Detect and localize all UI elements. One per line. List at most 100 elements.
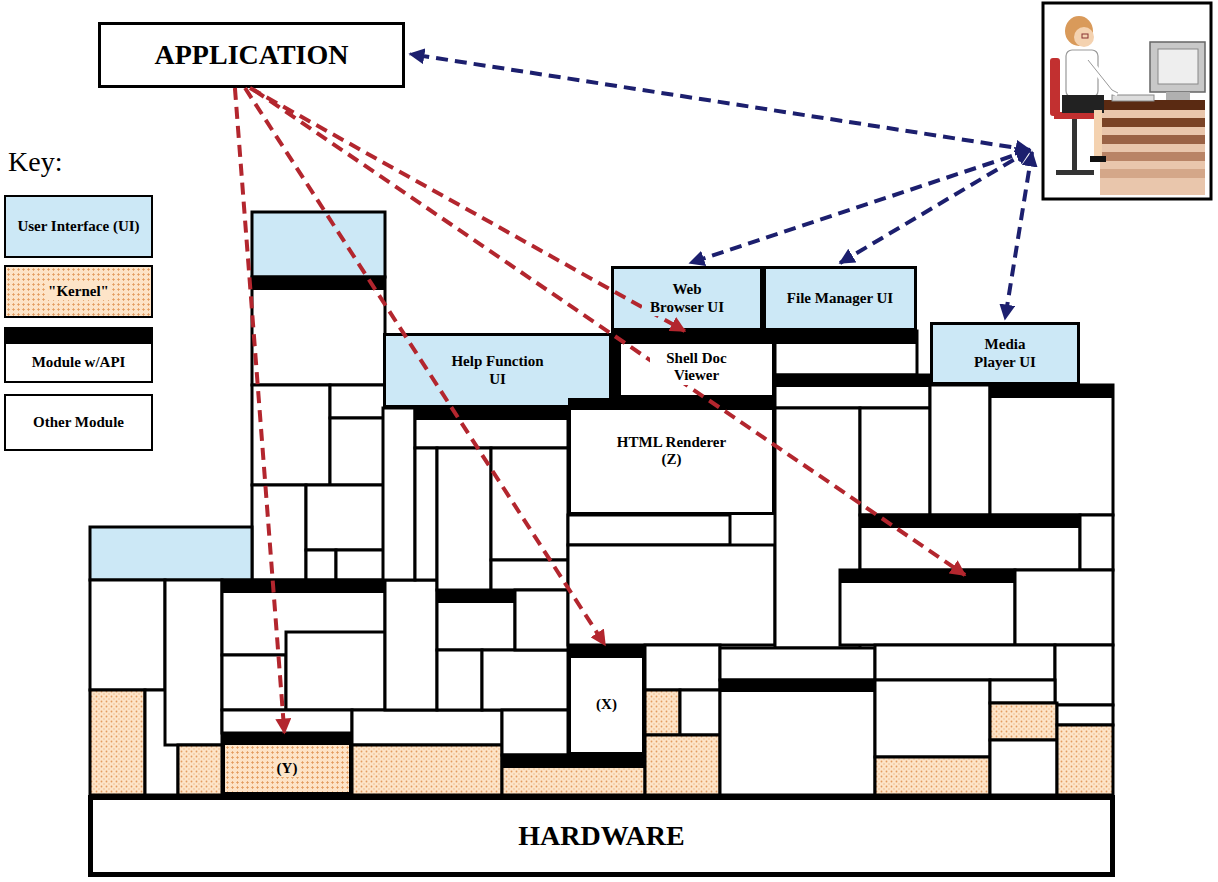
ui-box: File Manager UI bbox=[763, 266, 917, 331]
desk bbox=[1100, 100, 1205, 195]
kernel-block bbox=[645, 690, 680, 735]
api-bar bbox=[437, 590, 515, 603]
module-block bbox=[252, 385, 330, 485]
kernel-block bbox=[178, 745, 222, 795]
ui-block bbox=[252, 212, 385, 277]
leg bbox=[1094, 110, 1102, 158]
api-bar bbox=[860, 515, 1080, 528]
node-label: Shell Doc Viewer bbox=[650, 350, 744, 385]
module-block bbox=[165, 580, 222, 745]
user-arrow bbox=[410, 54, 1030, 150]
desk-band bbox=[1100, 135, 1205, 144]
module-block bbox=[383, 408, 415, 580]
ui-box: Media Player UI bbox=[930, 322, 1080, 385]
application-box: APPLICATION bbox=[98, 22, 405, 88]
api-bar bbox=[840, 570, 1015, 583]
kernel-block bbox=[502, 755, 645, 795]
api-call-arrow bbox=[235, 88, 284, 733]
api-module bbox=[990, 385, 1113, 515]
module-block bbox=[330, 418, 385, 485]
module-block bbox=[286, 632, 385, 710]
module-block bbox=[860, 408, 930, 515]
desk-band bbox=[1100, 118, 1205, 127]
module-block bbox=[1055, 645, 1113, 705]
module-block bbox=[437, 650, 482, 710]
hardware-box: HARDWARE bbox=[88, 795, 1115, 877]
desk-band bbox=[1100, 169, 1205, 178]
module-block bbox=[680, 690, 720, 735]
api-bar bbox=[502, 755, 645, 768]
module-block bbox=[491, 560, 568, 590]
api-call-arrow bbox=[250, 88, 685, 331]
node-label: Help Function UI bbox=[446, 353, 550, 388]
face bbox=[1074, 27, 1094, 47]
module-block bbox=[330, 385, 385, 418]
ui-block bbox=[90, 527, 252, 580]
api-module bbox=[415, 408, 568, 448]
api-module bbox=[775, 331, 917, 375]
api-bar bbox=[720, 680, 875, 692]
legend-text: User Interface (UI) bbox=[15, 218, 141, 235]
shirt bbox=[1066, 50, 1098, 97]
module-block bbox=[1015, 570, 1113, 645]
arm-outline bbox=[1088, 60, 1118, 93]
user-illustration bbox=[1043, 3, 1211, 199]
module-block bbox=[645, 645, 720, 690]
ui-box: Help Function UI bbox=[383, 333, 612, 408]
legend-swatch: User Interface (UI) bbox=[4, 195, 153, 258]
picture-frame bbox=[1043, 3, 1211, 199]
module-block bbox=[875, 680, 990, 757]
node-label: APPLICATION bbox=[153, 40, 351, 71]
module-block bbox=[90, 580, 165, 690]
module-block bbox=[252, 485, 306, 580]
kernel-block bbox=[1057, 725, 1113, 795]
api-module bbox=[775, 375, 930, 408]
kernel-block bbox=[875, 757, 990, 795]
module-block bbox=[1080, 515, 1113, 570]
module-block bbox=[875, 645, 1055, 680]
module-block bbox=[385, 580, 437, 710]
monitor-stand bbox=[1166, 92, 1190, 100]
node-label: (X) bbox=[594, 696, 619, 713]
api-call-arrow bbox=[245, 88, 605, 645]
module-block bbox=[415, 448, 437, 580]
api-bar bbox=[415, 408, 568, 420]
monitor-screen bbox=[1158, 49, 1198, 84]
api-module bbox=[860, 515, 1080, 570]
api-module bbox=[252, 277, 385, 385]
module-block bbox=[990, 740, 1057, 795]
api-module-box: (X) bbox=[568, 645, 645, 755]
api-bar bbox=[222, 580, 385, 593]
node-label: (Y) bbox=[275, 760, 300, 777]
api-call-arrow bbox=[254, 90, 965, 575]
api-module-box: HTML Renderer (Z) bbox=[568, 398, 775, 515]
key-heading: Key: bbox=[8, 146, 62, 178]
legend-swatch: "Kernel" bbox=[4, 265, 153, 318]
module-block bbox=[482, 650, 568, 710]
chair-base bbox=[1056, 170, 1094, 175]
api-bar bbox=[775, 375, 930, 387]
module-block bbox=[515, 590, 568, 650]
api-bar bbox=[775, 331, 917, 344]
module-block bbox=[222, 655, 286, 710]
module-block bbox=[222, 710, 352, 733]
module-block bbox=[306, 550, 336, 580]
arm bbox=[1088, 60, 1118, 93]
ui-box: Web Browser UI bbox=[611, 266, 763, 331]
keyboard bbox=[1112, 95, 1154, 101]
legend-text: Other Module bbox=[31, 414, 126, 431]
module-block bbox=[990, 680, 1055, 703]
module-block bbox=[568, 545, 775, 645]
node-label: HTML Renderer (Z) bbox=[607, 434, 736, 469]
user-arrow bbox=[840, 150, 1030, 263]
module-block bbox=[1057, 705, 1113, 725]
user-arrow bbox=[690, 150, 1030, 263]
legend-swatch: Other Module bbox=[4, 394, 153, 451]
legend-text: Module w/API bbox=[30, 354, 128, 371]
kernel-block bbox=[352, 745, 502, 795]
kernel-block bbox=[990, 703, 1057, 740]
hair bbox=[1065, 16, 1093, 46]
module-block bbox=[352, 710, 502, 745]
module-block bbox=[568, 515, 730, 545]
api-bar bbox=[252, 277, 385, 290]
